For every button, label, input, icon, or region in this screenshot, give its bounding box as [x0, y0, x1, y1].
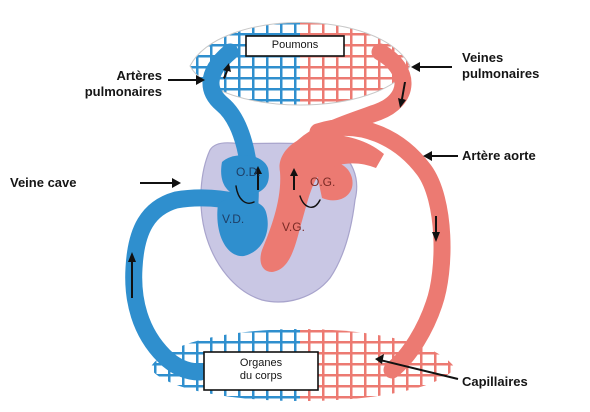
vena-cava-label: Veine cave — [10, 175, 140, 191]
lungs-label: Poumons — [246, 39, 344, 52]
capillaries-label: Capillaires — [462, 374, 586, 390]
pulmonary-arteries-label: Artères pulmonaires — [22, 68, 162, 100]
left-ventricle-label: V.G. — [282, 220, 305, 234]
right-ventricle-label: V.D. — [222, 212, 244, 226]
pulmonary-veins-label: Veines pulmonaires — [462, 50, 586, 82]
right-atrium-label: O.D. — [236, 165, 261, 179]
aorta-label: Artère aorte — [462, 148, 586, 164]
body-organs-label: Organes du corps — [204, 357, 318, 383]
left-atrium-label: O.G. — [310, 175, 335, 189]
